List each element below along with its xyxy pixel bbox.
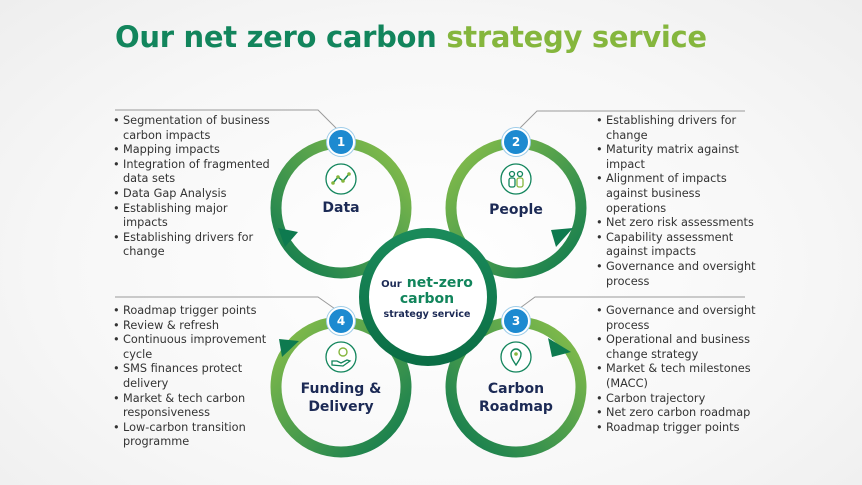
list-item: Continuous improvement cycle [113,333,271,362]
list-item: SMS finances protect delivery [113,362,271,391]
people-icon [500,163,532,195]
list-item: Establishing drivers for change [113,231,271,260]
list-item: Alignment of impacts against business op… [596,172,756,216]
list-item: Roadmap trigger points [113,304,271,319]
list-item: Integration of fragmented data sets [113,158,271,187]
center-line-2: net-zero [406,275,473,291]
segment-label-people: People [489,202,543,218]
list-item: Net zero carbon roadmap [596,406,756,421]
center-line-4: strategy service [383,309,471,320]
list-item: Data Gap Analysis [113,187,271,202]
list-item: Segmentation of business carbon impacts [113,114,271,143]
arrow-head-4 [279,339,299,357]
list-item: Roadmap trigger points [596,421,756,436]
funding-delivery-bullet-list: Roadmap trigger points Review & refresh … [113,304,271,450]
title-part-2: strategy service [446,20,707,54]
segment-label-data: Data [322,200,360,216]
list-item: Low-carbon transition programme [113,421,271,450]
list-item: Establishing major impacts [113,202,271,231]
list-item: Governance and oversight process [596,304,756,333]
carbon-roadmap-bullet-list: Governance and oversight process Operati… [596,304,756,435]
step-badge-1: 1 [327,128,355,156]
map-pin-icon [500,341,532,373]
step-badge-3: 3 [502,307,530,335]
list-item: Maturity matrix against impact [596,143,756,172]
page-title: Our net zero carbon strategy service [115,20,707,54]
list-item: Capability assessment against impacts [596,231,756,260]
connector-line-2 [515,110,745,133]
list-item: Establishing drivers for change [596,114,756,143]
step-badge-2: 2 [502,128,530,156]
arrow-head-1 [278,228,298,247]
list-item: Mapping impacts [113,143,271,158]
list-item: Operational and business change strategy [596,333,756,362]
data-bullet-list: Segmentation of business carbon impacts … [113,114,271,260]
list-item: Review & refresh [113,319,271,334]
step-badge-4: 4 [327,307,355,335]
hand-coin-icon [325,341,357,373]
arrow-head-3 [548,338,571,357]
title-part-1: Our net zero carbon [115,20,437,54]
list-item: Market & tech carbon responsiveness [113,392,271,421]
center-ring [359,228,497,366]
list-item: Market & tech milestones (MACC) [596,362,756,391]
center-line-3: carbon [399,291,455,307]
connector-line-4 [115,296,339,312]
list-item: Governance and oversight process [596,260,756,289]
arrow-head-2 [551,228,573,247]
connector-line-1 [115,109,340,132]
list-item: Carbon trajectory [596,392,756,407]
segment-label-funding-delivery: Funding & Delivery [300,381,382,415]
center-line-1: Our [381,279,402,290]
center-label: Our net-zero carbon strategy service [372,272,482,320]
line-chart-icon [325,163,357,195]
list-item: Net zero risk assessments [596,216,756,231]
people-bullet-list: Establishing drivers for change Maturity… [596,114,756,289]
connector-line-3 [515,296,745,312]
segment-label-carbon-roadmap: Carbon Roadmap [479,381,553,415]
